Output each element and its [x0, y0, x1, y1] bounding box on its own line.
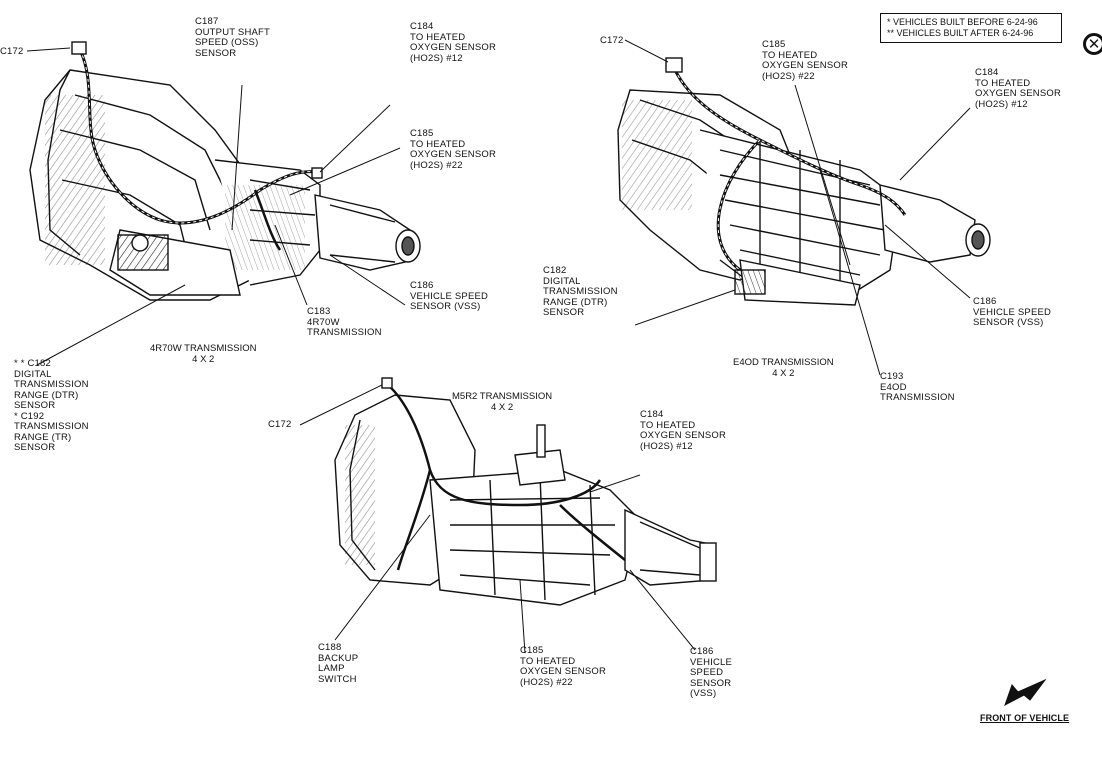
- legend-after: ** VEHICLES BUILT AFTER 6-24-96: [887, 28, 1034, 38]
- title-m5r2: M5R2 TRANSMISSION 4 X 2: [452, 391, 553, 413]
- label-c184-m5r2: C184 TO HEATED OXYGEN SENSOR (HO2S) #12: [640, 409, 727, 452]
- label-c182-c192: * * C182 DIGITAL TRANSMISSION RANGE (DTR…: [14, 358, 89, 453]
- title-e4od: E4OD TRANSMISSION 4 X 2: [733, 357, 834, 379]
- leader-lines: [26, 39, 971, 654]
- label-c185-4r70w: C185 TO HEATED OXYGEN SENSOR (HO2S) #22: [410, 128, 497, 171]
- transmission-e4od: [617, 57, 991, 306]
- label-c187: C187 OUTPUT SHAFT SPEED (OSS) SENSOR: [195, 16, 271, 59]
- legend-before: * VEHICLES BUILT BEFORE 6-24-96: [887, 17, 1038, 27]
- front-of-vehicle-arrow: [1004, 678, 1047, 707]
- legend-box: * VEHICLES BUILT BEFORE 6-24-96 ** VEHIC…: [880, 13, 1062, 43]
- label-c185-m5r2: C185 TO HEATED OXYGEN SENSOR (HO2S) #22: [520, 645, 607, 688]
- transmission-4r70w: [29, 41, 421, 301]
- title-4r70w: 4R70W TRANSMISSION 4 X 2: [150, 343, 257, 365]
- label-c184-e4od: C184 TO HEATED OXYGEN SENSOR (HO2S) #12: [975, 67, 1062, 110]
- transmission-m5r2: [334, 377, 717, 606]
- close-icon[interactable]: ✕: [1083, 33, 1102, 55]
- label-c186-e4od: C186 VEHICLE SPEED SENSOR (VSS): [973, 296, 1052, 328]
- label-c183: C183 4R70W TRANSMISSION: [307, 306, 382, 338]
- label-c184-4r70w: C184 TO HEATED OXYGEN SENSOR (HO2S) #12: [410, 21, 497, 64]
- label-c186-4r70w: C186 VEHICLE SPEED SENSOR (VSS): [410, 280, 489, 312]
- label-c185-e4od: C185 TO HEATED OXYGEN SENSOR (HO2S) #22: [762, 39, 849, 82]
- label-c193: C193 E4OD TRANSMISSION: [880, 371, 955, 403]
- label-c172-4r70w: C172: [0, 46, 24, 57]
- label-c172-m5r2: C172: [268, 419, 292, 430]
- front-of-vehicle-label: FRONT OF VEHICLE: [980, 713, 1070, 723]
- label-c182-e4od: C182 DIGITAL TRANSMISSION RANGE (DTR) SE…: [543, 265, 618, 318]
- label-c172-e4od: C172: [600, 35, 624, 46]
- label-c186-m5r2: C186 VEHICLE SPEED SENSOR (VSS): [690, 646, 733, 699]
- label-c188: C188 BACKUP LAMP SWITCH: [318, 642, 359, 685]
